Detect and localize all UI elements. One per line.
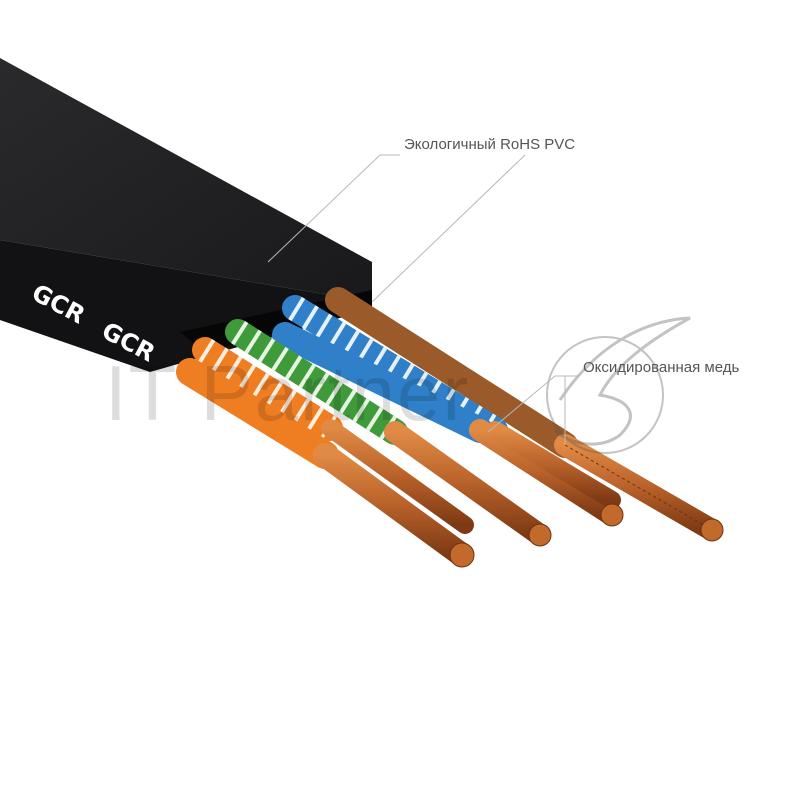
wire-blue-pair: [272, 295, 623, 526]
leader-lines: [267, 154, 580, 445]
wire-green-pair: [225, 319, 551, 546]
copper-strand-ends: [449, 503, 724, 568]
wire-brown: [325, 287, 723, 541]
conductor-material-label: Оксидированная медь: [583, 359, 740, 376]
watermark-text: IT Partner: [105, 349, 471, 437]
watermark-logo: [546, 316, 691, 454]
wire-orange-pair: [176, 337, 474, 567]
jacket-material-label: Экологичный RoHS PVC: [404, 136, 576, 153]
